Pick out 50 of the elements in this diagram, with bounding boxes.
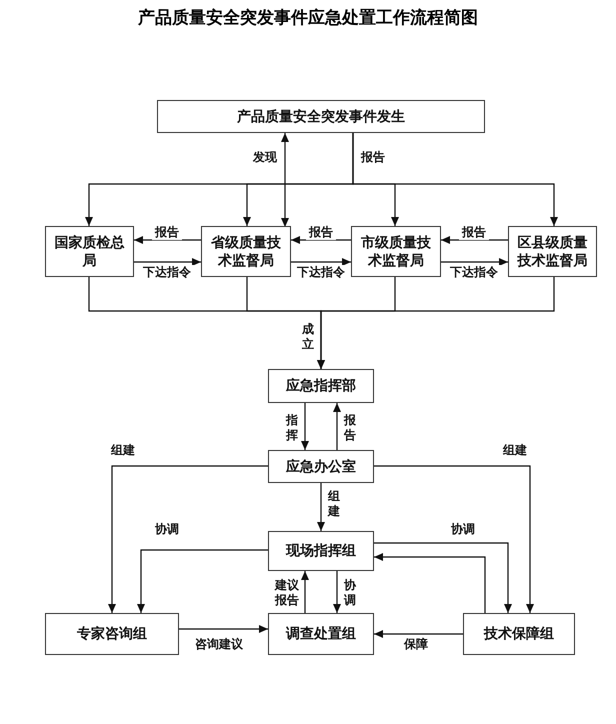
edge-label: 下达指令 [140,265,194,280]
arrow [374,630,463,638]
arrow [352,133,558,226]
edge-label: 指挥 [285,413,299,443]
edge-label: 下达指令 [447,265,501,280]
process-box: 国家质检总局 [45,226,134,277]
process-box: 产品质量安全突发事件发生 [157,100,485,133]
arrow [374,542,512,613]
edge-label: 报告 [459,225,489,240]
edge-label: 保障 [401,637,431,652]
edge-label: 发现 [250,150,280,165]
edge-label: 报告 [152,225,182,240]
process-box: 市级质量技术监督局 [351,226,441,277]
arrow [301,403,309,450]
edge-label: 建议报告 [273,578,301,608]
arrow [291,236,351,244]
arrow [281,133,289,227]
arrow [333,403,341,450]
process-box: 技术保障组 [463,613,575,655]
process-box: 调查处置组 [268,613,374,655]
edge-label: 组建 [108,443,138,458]
process-box: 现场指挥组 [268,531,374,571]
process-box: 区县级质量技术监督局 [508,226,597,277]
arrow [374,553,486,613]
diagram-title: 产品质量安全突发事件应急处置工作流程简图 [136,7,479,29]
edge-label: 组建 [327,489,341,519]
process-box: 应急办公室 [268,450,374,483]
edge-label: 报告 [358,150,388,165]
arrow [291,258,351,266]
arrow [441,258,508,266]
process-box: 应急指挥部 [268,369,374,403]
edge-label: 协调 [343,578,357,608]
process-box: 省级质量技术监督局 [201,226,291,277]
arrow [108,465,268,613]
arrow [134,258,201,266]
process-box: 专家咨询组 [45,613,179,655]
arrow [179,625,268,633]
arrow [317,277,555,369]
edge-label: 下达指令 [294,265,348,280]
arrow [301,571,309,613]
arrow [333,571,341,613]
edge-label: 组建 [500,443,530,458]
edge-label: 成立 [301,322,315,352]
arrow [374,465,534,613]
arrow [134,236,201,244]
arrow [137,549,268,613]
edge-label: 报告 [306,225,336,240]
edge-label: 报告 [343,413,357,443]
arrow [317,483,325,531]
arrow [441,236,508,244]
